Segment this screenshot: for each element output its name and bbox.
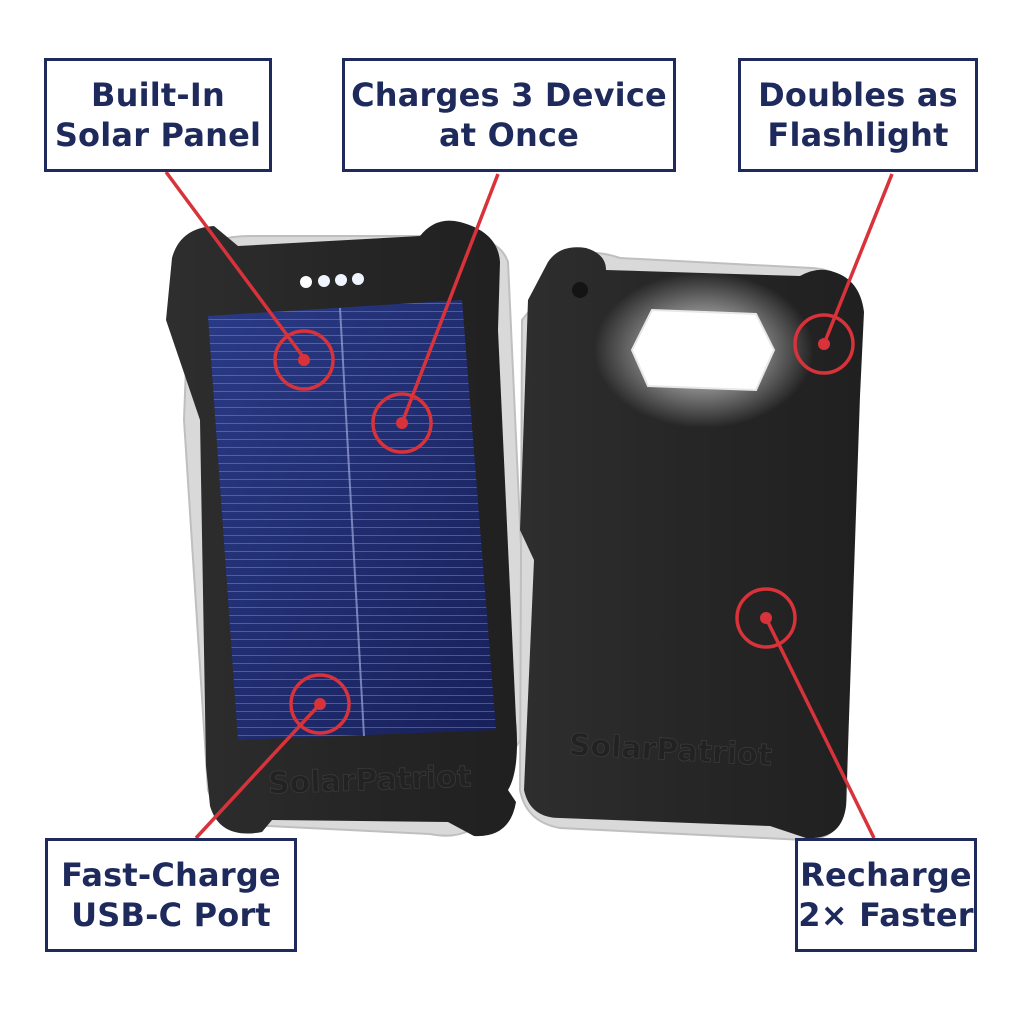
- lanyard-hole-icon: [572, 282, 588, 298]
- callout-flashlight: Doubles as Flashlight: [738, 58, 978, 172]
- callout-charges-devices: Charges 3 Device at Once: [342, 58, 676, 172]
- callout-usb-c-port: Fast-Charge USB-C Port: [45, 838, 297, 952]
- leader-line-solar: [164, 170, 306, 360]
- marker-ring-flashlight: [793, 313, 855, 375]
- callout-usb-line1: Fast-Charge: [61, 856, 281, 894]
- front-power-bank: [166, 220, 530, 837]
- callout-solar-panel: Built-In Solar Panel: [44, 58, 272, 172]
- callout-usb-line2: USB-C Port: [71, 896, 271, 934]
- marker-ring-recharge: [735, 587, 797, 649]
- callout-flashlight-line1: Doubles as: [758, 76, 958, 114]
- callout-charges-line1: Charges 3 Device: [351, 76, 667, 114]
- callout-recharge-line1: Recharge: [800, 856, 972, 894]
- marker-ring-solar: [273, 329, 335, 391]
- leader-line-charges: [400, 173, 500, 424]
- callout-charges-line2: at Once: [438, 116, 580, 154]
- callout-flashlight-line2: Flashlight: [767, 116, 949, 154]
- back-power-bank: [518, 247, 864, 842]
- marker-ring-usb: [289, 673, 351, 735]
- callout-solar-panel-line2: Solar Panel: [54, 116, 262, 154]
- front-brand-text: SolarPatriot: [267, 759, 471, 801]
- battery-indicator-leds: [300, 273, 364, 288]
- callout-recharge-line2: 2× Faster: [798, 896, 974, 934]
- marker-ring-charges: [371, 392, 433, 454]
- callout-solar-panel-line1: Built-In: [91, 76, 225, 114]
- callout-recharge-speed: Recharge 2× Faster: [795, 838, 977, 952]
- leader-line-recharge: [764, 617, 876, 839]
- flashlight-lens: [630, 308, 776, 392]
